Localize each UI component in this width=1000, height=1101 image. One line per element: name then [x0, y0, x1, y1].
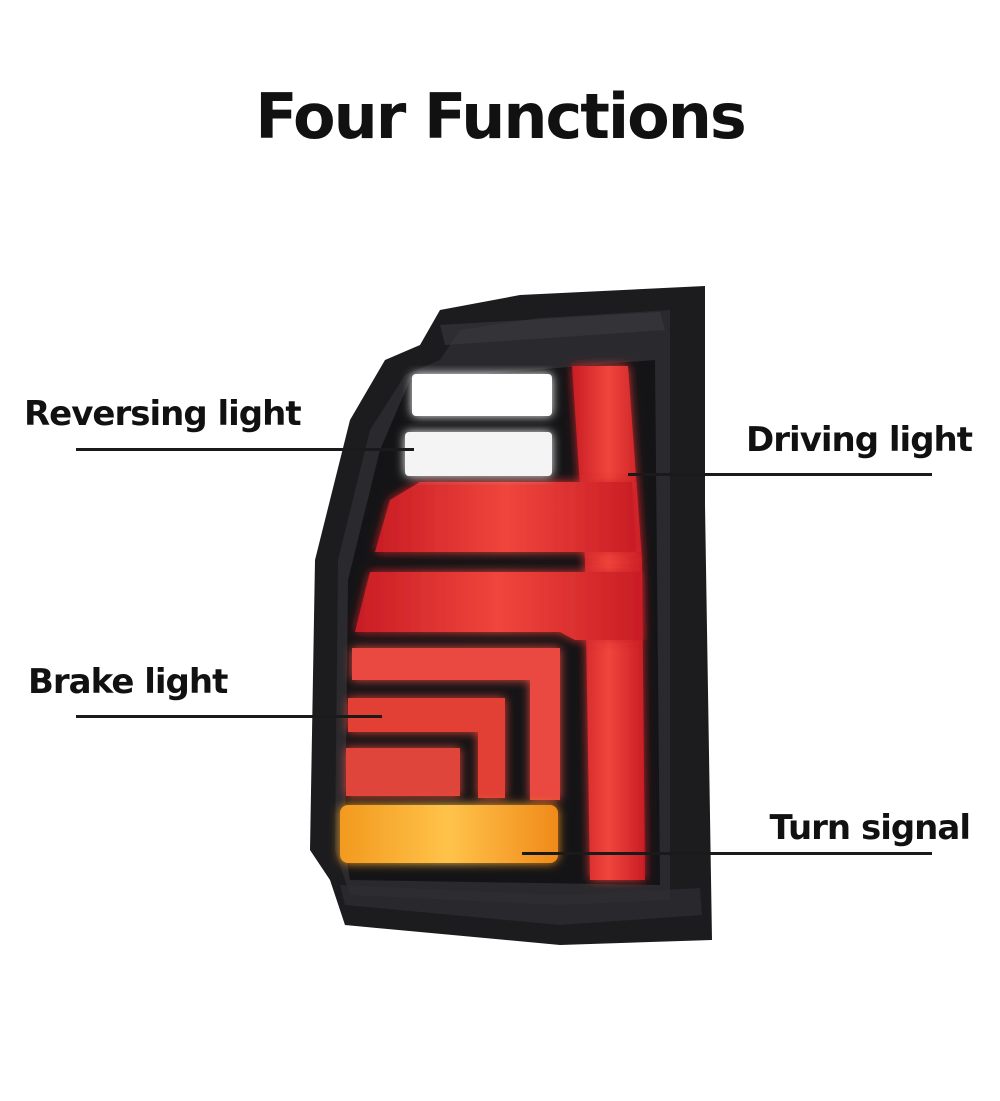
middle-red-block [355, 572, 642, 640]
reversing-light-leader [76, 448, 414, 451]
driving-light-label: Driving light [746, 420, 973, 460]
turn-signal-leader [522, 852, 932, 855]
turn-signal-bar [340, 805, 558, 863]
reversing-light-label: Reversing light [24, 394, 302, 434]
page-title: Four Functions [255, 80, 747, 153]
brake-light-leader [76, 715, 382, 718]
brake-light-label: Brake light [28, 662, 228, 702]
brake-bar-2 [348, 698, 505, 798]
reversing-bar-1 [412, 374, 552, 416]
brake-bar-1 [352, 648, 560, 800]
reversing-bar-2 [405, 432, 552, 476]
turn-signal-label: Turn signal [769, 808, 971, 848]
driving-light-leader [628, 473, 932, 476]
upper-red-block [375, 482, 636, 552]
brake-bar-3 [346, 748, 460, 796]
